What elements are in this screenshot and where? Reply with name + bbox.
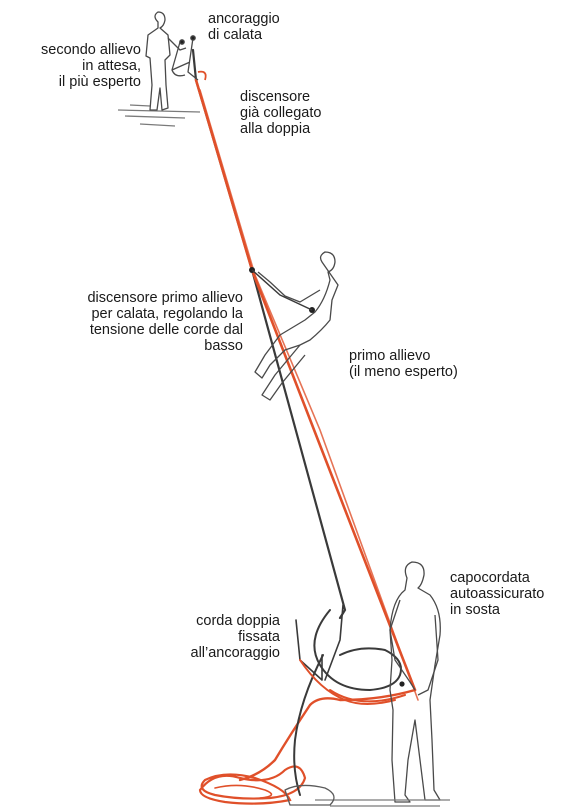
label-second-student: secondo allievo in attesa, il più espert… (41, 42, 141, 90)
top-red-sling (198, 72, 206, 80)
first-student-figure (255, 252, 338, 378)
label-descender-connected: discensore già collegato alla doppia (240, 89, 321, 137)
label-descender-first: discensore primo allievo per calata, reg… (87, 290, 243, 354)
anchor-bolt-2 (191, 36, 195, 40)
label-first-student: primo allievo (il meno esperto) (349, 348, 458, 380)
ground (315, 800, 450, 806)
label-double-rope: corda doppia fissata all’ancoraggio (191, 613, 280, 661)
leader-figure (390, 562, 440, 802)
bottom-anchor-slings (296, 605, 343, 680)
anchor-bolt-1 (180, 40, 184, 44)
leader-harness (399, 681, 404, 686)
label-leader: capocordata autoassicurato in sosta (450, 570, 544, 618)
label-anchor: ancoraggio di calata (208, 11, 280, 43)
top-ledge (118, 105, 200, 126)
leader-arm (390, 600, 415, 690)
rock-base (285, 785, 334, 805)
red-rope-upper (196, 80, 415, 690)
rope-pile (200, 766, 305, 803)
ropes (193, 50, 418, 804)
red-rope-lower (240, 690, 415, 780)
first-student-arm (258, 272, 320, 302)
red-rope-strand (200, 90, 418, 700)
second-student-figure (146, 12, 170, 110)
leader-arm-2 (418, 615, 438, 695)
